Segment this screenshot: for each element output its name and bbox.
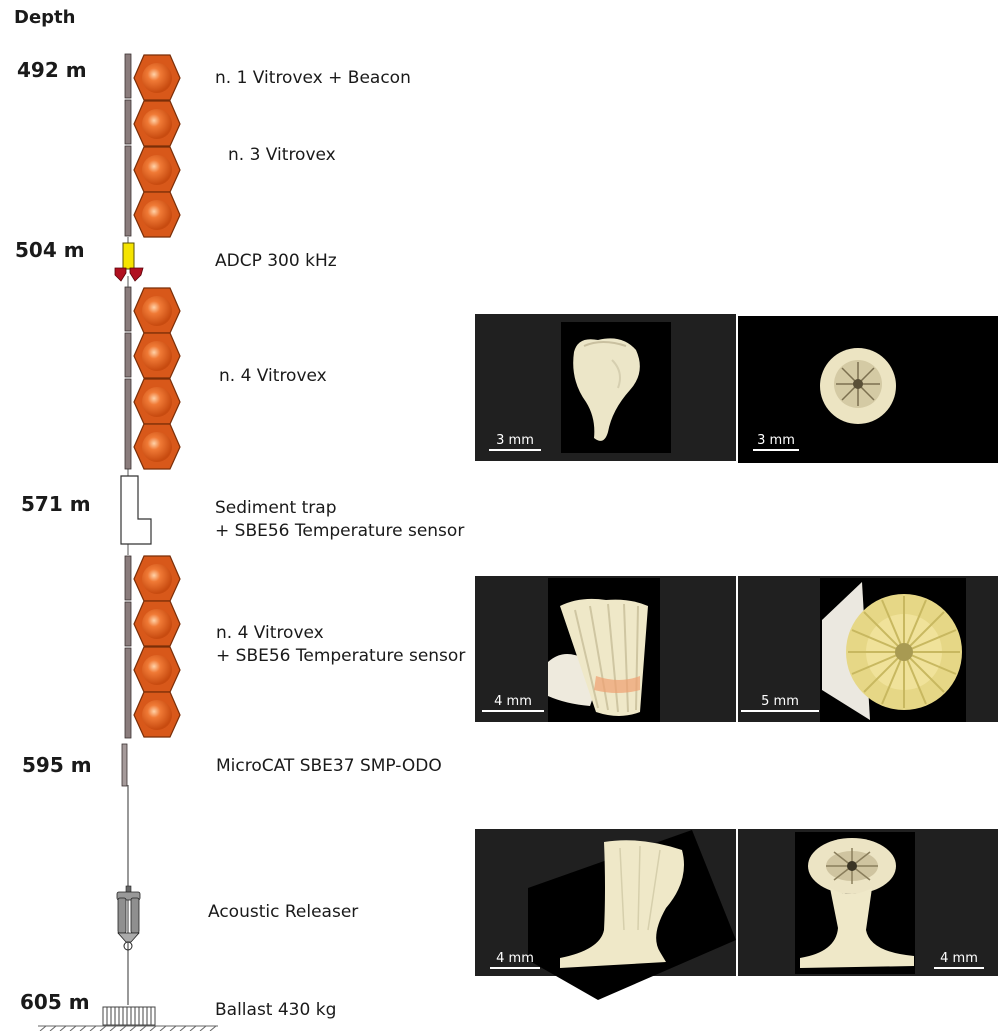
float-8 — [134, 424, 180, 469]
depth-label-492: 492 m — [17, 58, 87, 82]
float-9 — [134, 556, 180, 601]
label-vitrovex-beacon: n. 1 Vitrovex + Beacon — [215, 67, 411, 89]
float-3 — [134, 147, 180, 192]
label-vitrovex-4b-sensor: + SBE56 Temperature sensor — [216, 645, 465, 667]
ballast-block — [103, 1007, 155, 1025]
depth-label-571: 571 m — [21, 492, 91, 516]
scale-bar-label: 5 mm — [741, 695, 819, 709]
scale-bar-photo-4: 5 mm — [741, 695, 819, 712]
scale-bar-photo-6: 4 mm — [934, 952, 984, 969]
float-12 — [134, 692, 180, 737]
rod-group-low — [125, 556, 131, 738]
label-microcat: MicroCAT SBE37 SMP-ODO — [216, 755, 442, 777]
adcp-instrument — [115, 237, 143, 288]
label-vitrovex-3: n. 3 Vitrovex — [228, 144, 336, 166]
scale-bar-photo-2: 3 mm — [753, 434, 799, 451]
depth-heading: Depth — [14, 7, 75, 28]
label-vitrovex-4a: n. 4 Vitrovex — [219, 365, 327, 387]
scale-bar-label: 4 mm — [490, 952, 540, 966]
scale-bar-label: 3 mm — [753, 434, 799, 448]
float-7 — [134, 379, 180, 424]
float-5 — [134, 288, 180, 333]
label-vitrovex-4b: n. 4 Vitrovex — [216, 622, 324, 644]
scale-bar-label: 4 mm — [482, 695, 544, 709]
microcat-sensor — [122, 744, 127, 786]
label-sediment-trap: Sediment trap — [215, 497, 337, 519]
float-1 — [134, 55, 180, 100]
float-2 — [134, 101, 180, 146]
float-11 — [134, 647, 180, 692]
sediment-trap — [121, 476, 151, 544]
label-adcp: ADCP 300 kHz — [215, 250, 337, 272]
label-ballast: Ballast 430 kg — [215, 999, 336, 1021]
scale-bar-photo-5: 4 mm — [490, 952, 540, 969]
depth-label-504: 504 m — [15, 238, 85, 262]
scale-bar-label: 3 mm — [489, 434, 541, 448]
rod-group-mid — [125, 287, 131, 469]
label-sediment-trap-sensor: + SBE56 Temperature sensor — [215, 520, 464, 542]
seabed — [38, 1026, 218, 1031]
depth-label-605: 605 m — [20, 990, 90, 1014]
photo-5 — [475, 829, 736, 1000]
float-6 — [134, 333, 180, 378]
scale-bar-photo-3: 4 mm — [482, 695, 544, 712]
float-4 — [134, 192, 180, 237]
scale-bar-label: 4 mm — [934, 952, 984, 966]
rod-group-top — [125, 54, 131, 236]
label-acoustic-releaser: Acoustic Releaser — [208, 901, 358, 923]
float-10 — [134, 601, 180, 646]
depth-label-595: 595 m — [22, 753, 92, 777]
scale-bar-photo-1: 3 mm — [489, 434, 541, 451]
